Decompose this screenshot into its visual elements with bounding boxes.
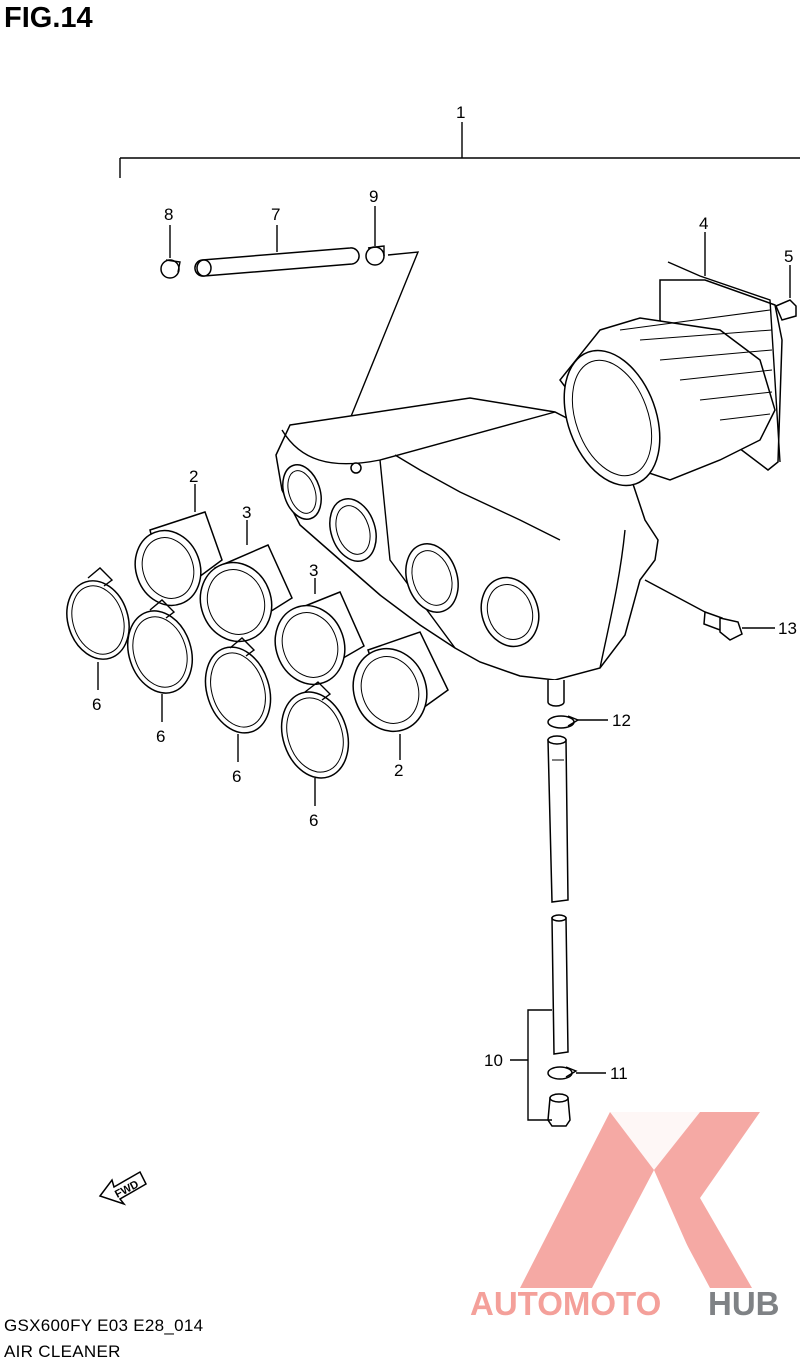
- callout-labels: 1 2 3 3 2 4 5 6 6 6 6 7 8 9 10 11 12 13: [92, 103, 797, 1083]
- part-air-cleaner-housing: [275, 397, 659, 707]
- model-code: GSX600FY E03 E28_014: [4, 1316, 204, 1335]
- callout-6c: 6: [232, 767, 241, 786]
- part-clamp-6d: [280, 681, 350, 806]
- callout-5: 5: [784, 247, 793, 266]
- figure-name: AIR CLEANER: [4, 1342, 121, 1361]
- watermark-text-automoto: AUTOMOTO: [470, 1285, 661, 1322]
- part-clamp-9: [329, 206, 420, 469]
- part-intake-pipe-3a: [199, 520, 293, 643]
- part-clamp-6a: [66, 567, 130, 690]
- figure-title: FIG.14: [4, 2, 93, 34]
- watermark-text-hub: HUB: [708, 1285, 780, 1322]
- part-screw-5: [775, 265, 797, 321]
- callout-13: 13: [778, 619, 797, 638]
- forward-arrow: FWD: [98, 1170, 147, 1206]
- part-element-4: [559, 232, 783, 487]
- callout-12: 12: [612, 711, 631, 730]
- part-clip-11: [547, 1066, 606, 1080]
- callout-10: 10: [484, 1051, 503, 1070]
- part-clip-12: [547, 715, 608, 729]
- watermark-notch: [610, 1112, 700, 1170]
- watermark-triangle-inner: [604, 1185, 710, 1288]
- part-clamp-8: [160, 225, 181, 279]
- callout-8: 8: [164, 205, 173, 224]
- callout-2a: 2: [189, 467, 198, 486]
- part-clamp-6b: [127, 599, 193, 722]
- callout-6a: 6: [92, 695, 101, 714]
- callout-2b: 2: [394, 761, 403, 780]
- part-drain-plug: [547, 1093, 571, 1127]
- callout-1: 1: [456, 103, 465, 122]
- part-clamp-6c: [204, 637, 272, 762]
- part-hose-7: [194, 225, 360, 277]
- callout-9: 9: [369, 187, 378, 206]
- part-screw-13: [644, 579, 775, 641]
- part-intake-pipe-3b: [274, 578, 365, 686]
- callout-6d: 6: [309, 811, 318, 830]
- callout-4: 4: [699, 214, 708, 233]
- watermark-triangle-outer: [520, 1112, 760, 1288]
- callout-11: 11: [610, 1064, 628, 1083]
- leader-1: [119, 122, 800, 178]
- part-intake-pipe-2b: [352, 631, 449, 760]
- part-intake-pipe-2a: [134, 484, 223, 607]
- callout-3a: 3: [242, 503, 251, 522]
- part-drain-hose-10: [547, 735, 569, 1055]
- watermark-logo: AUTOMOTO HUB: [470, 1112, 780, 1322]
- callout-3b: 3: [309, 561, 318, 580]
- forward-arrow-label: FWD: [113, 1178, 141, 1200]
- callout-7: 7: [271, 205, 280, 224]
- callout-6b: 6: [156, 727, 165, 746]
- leader-10: [510, 1009, 552, 1121]
